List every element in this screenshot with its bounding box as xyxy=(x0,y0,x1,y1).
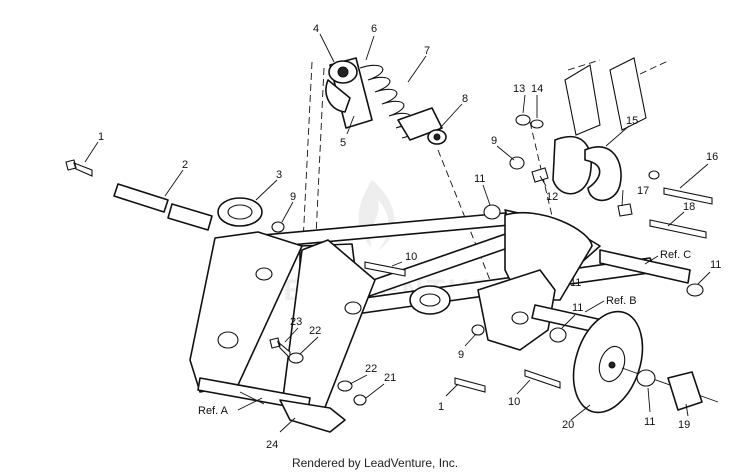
washer-11-right xyxy=(686,283,704,297)
callout-3: 3 xyxy=(276,169,282,181)
shock-absorber xyxy=(325,57,447,145)
shock-top-bushing xyxy=(337,66,349,78)
callout-9-right: 9 xyxy=(491,135,497,147)
left-rail-eye-bottom xyxy=(217,331,239,349)
shock-reservoir xyxy=(325,79,351,113)
nut-21 xyxy=(353,394,367,406)
side-plates xyxy=(189,231,376,433)
mount-washer-14 xyxy=(530,119,544,129)
spacer-19 xyxy=(667,371,703,411)
bolt-18 xyxy=(649,219,707,239)
callout-10-bottom: 10 xyxy=(508,396,520,408)
callout-7: 7 xyxy=(424,45,430,57)
idler-wheel-axle xyxy=(608,361,616,369)
mount-tube-left xyxy=(564,64,601,136)
bolt-1-bottom xyxy=(454,377,486,393)
callout-9-left: 9 xyxy=(290,191,296,203)
callout-11-c: 11 xyxy=(572,302,583,314)
washer-22-top xyxy=(288,352,304,364)
bolt-10-bottom xyxy=(524,369,561,389)
washer-16 xyxy=(648,170,660,180)
mount-bracket-15-left xyxy=(552,135,592,195)
callout-10-top: 10 xyxy=(405,251,417,263)
callout-16: 16 xyxy=(706,151,718,163)
callout-20: 20 xyxy=(562,419,574,431)
callout-1-bottom: 1 xyxy=(438,401,444,413)
callout-11-b: 11 xyxy=(710,259,721,271)
bolt-23 xyxy=(269,337,291,360)
footer-credit: Rendered by LeadVenture, Inc. xyxy=(291,456,459,470)
callout-5: 5 xyxy=(340,137,346,149)
bushing-3-bore xyxy=(227,204,253,220)
callout-13: 13 xyxy=(513,83,525,95)
washer-11-ref-b xyxy=(549,327,567,343)
bushing-center-bore xyxy=(419,293,441,307)
right-rail-eye xyxy=(344,301,362,315)
callout-8: 8 xyxy=(462,93,468,105)
callout-19: 19 xyxy=(678,419,690,431)
callout-11-a: 11 xyxy=(474,173,485,185)
callout-24: 24 xyxy=(266,439,278,451)
bolt-16 xyxy=(663,187,713,205)
tube-2-end xyxy=(167,203,213,231)
ref-c-label: Ref. C xyxy=(660,249,691,261)
callout-15: 15 xyxy=(626,115,638,127)
callout-18: 18 xyxy=(683,201,695,213)
left-rail xyxy=(189,231,303,393)
washer-22-bottom xyxy=(337,380,353,392)
ref-b-label: Ref. B xyxy=(606,295,637,307)
mount-bushing-13 xyxy=(515,114,531,126)
tube-2 xyxy=(113,183,169,213)
callout-1-top: 1 xyxy=(98,131,104,143)
callout-17: 17 xyxy=(637,185,649,197)
idler-wheel-assembly xyxy=(454,269,719,414)
callout-22-bottom: 22 xyxy=(365,363,377,375)
callout-12: 12 xyxy=(546,191,558,203)
callout-4: 4 xyxy=(313,23,319,35)
bottom-pivot-arm xyxy=(279,399,346,433)
left-hardware xyxy=(65,159,285,233)
callout-9-bottom: 9 xyxy=(458,349,464,361)
bolt-1-top xyxy=(65,159,93,177)
washer-11-idler xyxy=(636,369,656,387)
callout-2: 2 xyxy=(182,159,188,171)
upper-mount-hardware xyxy=(509,57,713,239)
mount-bracket-15-right xyxy=(584,146,622,202)
nut-9-left xyxy=(271,221,285,233)
spacer-17 xyxy=(617,203,633,217)
mount-tube-right xyxy=(609,57,647,131)
callout-labels: 1 2 3 4 5 6 7 8 9 9 9 10 10 11 11 11 11 … xyxy=(98,23,721,451)
washer-11-upper xyxy=(483,204,501,220)
callout-14: 14 xyxy=(531,83,543,95)
callout-6: 6 xyxy=(371,23,377,35)
nut-9-bottom xyxy=(471,324,485,336)
callout-21: 21 xyxy=(384,372,396,384)
shock-bottom-bushing xyxy=(433,133,441,141)
watermark-flame-icon xyxy=(358,180,395,250)
ref-a-label: Ref. A xyxy=(198,405,229,417)
ref-b-bracket-hole xyxy=(511,311,529,325)
callout-leaders xyxy=(84,33,711,433)
ref-c-shaft xyxy=(599,249,691,284)
spacer-12 xyxy=(531,167,549,183)
callout-11-d: 11 xyxy=(570,277,581,289)
callout-22-top: 22 xyxy=(309,325,321,337)
ref-b-bracket xyxy=(477,269,556,351)
left-rail-eye-top xyxy=(255,267,273,281)
bolt-10-top xyxy=(364,261,406,277)
callout-11-e: 11 xyxy=(644,416,655,428)
reference-labels: Ref. A Ref. B Ref. C xyxy=(198,249,691,417)
callout-23: 23 xyxy=(290,316,302,328)
